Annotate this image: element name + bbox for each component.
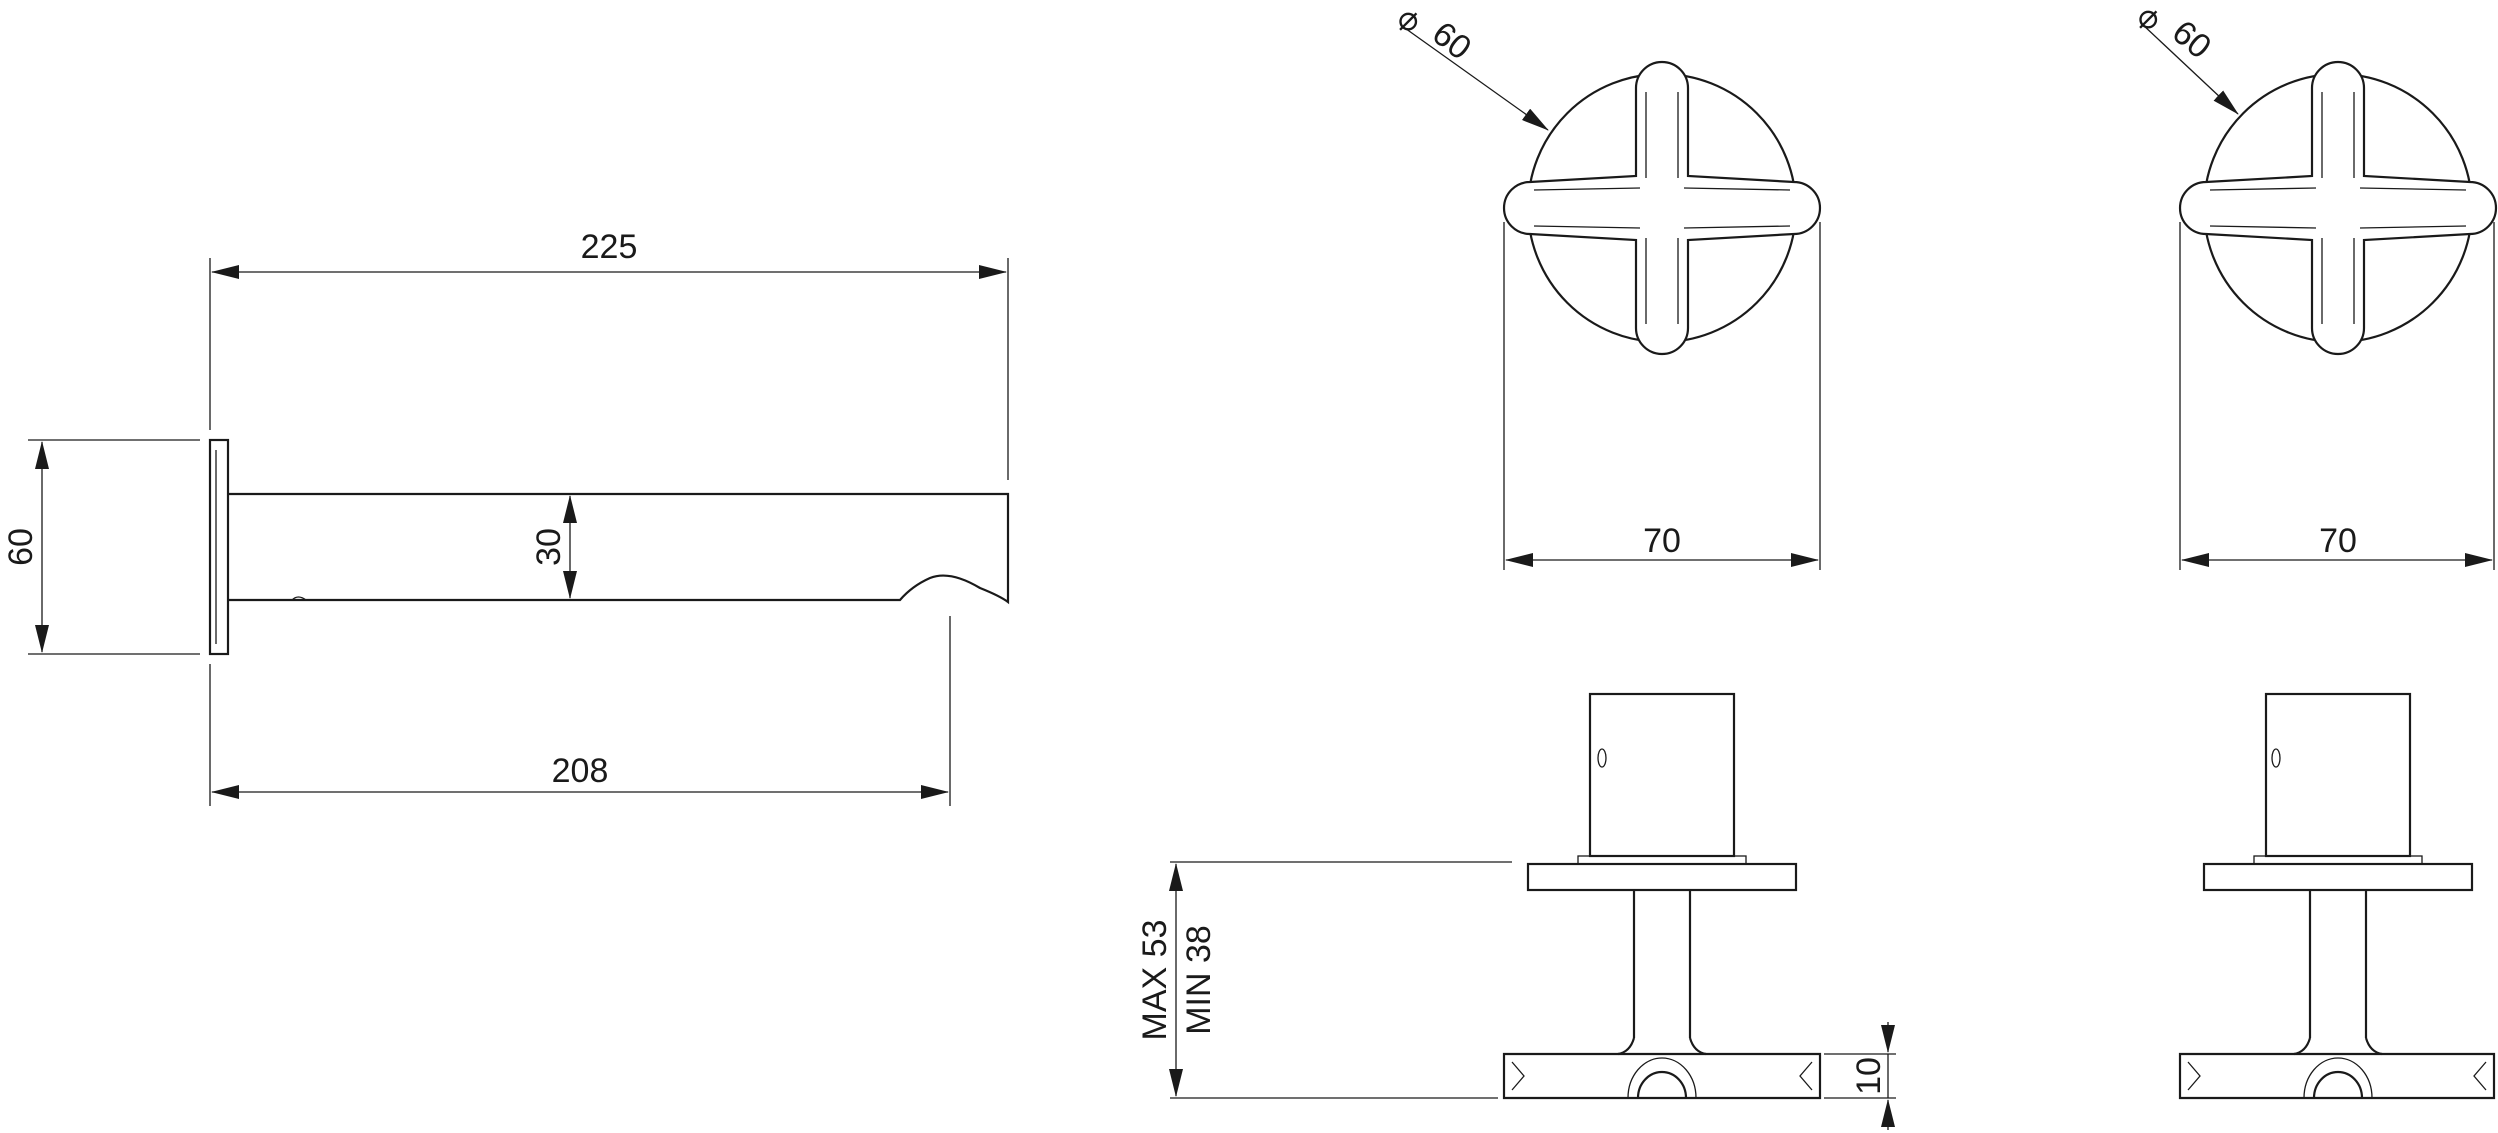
max-depth-label: MAX 53 [1136,920,1174,1041]
rosette-diameter-symbol: ⌀ [2138,0,2158,36]
cross-handle [1502,60,1822,356]
handle-front-view-left: ⌀ 60 70 [1398,0,1822,570]
spout-pipe [228,492,1010,605]
handle-width-label: 70 [2319,522,2357,560]
cross-handle-bar [2178,1052,2496,1100]
rosette-diameter-label: 60 [2165,13,2218,66]
valve-body [1588,692,1736,858]
handle-side-view-right [2178,692,2496,1100]
spout-wall-plate [208,438,230,656]
handle-flange [2202,862,2474,892]
rosette-diameter-label: 60 [1425,14,1478,67]
spout-length-label: 225 [581,228,638,266]
handle-flange [1526,862,1798,892]
rosette-diameter-symbol: ⌀ [1398,0,1418,38]
min-depth-label: MIN 38 [1180,925,1218,1035]
handle-side-view-left: MAX 53 MIN 38 10 [1136,692,1896,1130]
handle-front-view-right: ⌀ 60 70 [2138,0,2498,570]
spout-reach-label: 208 [552,752,609,790]
valve-body [2264,692,2412,858]
plate-height-label: 60 [2,528,40,566]
cross-handle [2178,60,2498,356]
pipe-height-label: 30 [530,528,568,566]
cross-thickness-label: 10 [1850,1057,1888,1095]
handle-width-label: 70 [1643,522,1681,560]
spout-view: 225 208 60 30 [2,228,1010,806]
cross-handle-bar [1502,1052,1822,1100]
